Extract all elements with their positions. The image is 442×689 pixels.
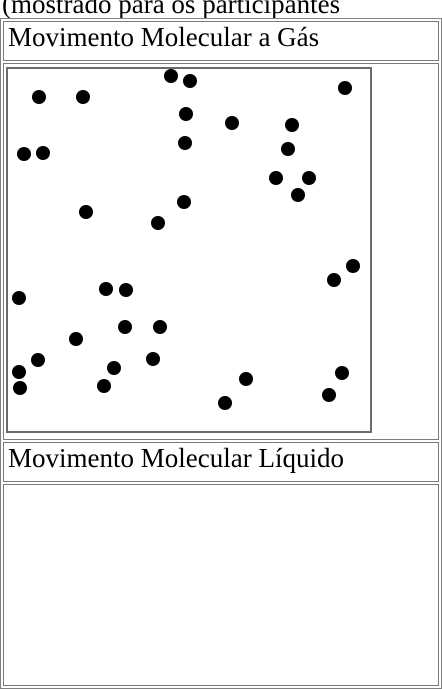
- gas-molecules: [8, 69, 370, 431]
- molecule-dot: [178, 136, 192, 150]
- molecule-dot: [151, 216, 165, 230]
- molecule-dot: [146, 352, 160, 366]
- molecule-dot: [281, 142, 295, 156]
- molecule-dot: [118, 320, 132, 334]
- molecule-dot: [269, 171, 283, 185]
- molecule-dot: [97, 379, 111, 393]
- molecule-dot: [302, 171, 316, 185]
- molecule-dot: [177, 195, 191, 209]
- molecule-dot: [327, 273, 341, 287]
- liquid-panel: [3, 484, 439, 686]
- molecule-dot: [99, 282, 113, 296]
- molecule-dot: [32, 90, 46, 104]
- liquid-title: Movimento Molecular Líquido: [3, 442, 439, 482]
- molecule-dot: [225, 116, 239, 130]
- molecule-dot: [183, 74, 197, 88]
- molecule-dot: [12, 365, 26, 379]
- molecule-dot: [119, 283, 133, 297]
- molecule-dot: [218, 396, 232, 410]
- molecule-dot: [346, 259, 360, 273]
- molecule-dot: [13, 381, 27, 395]
- molecule-dot: [12, 291, 26, 305]
- gas-panel: [3, 63, 439, 440]
- molecule-dot: [291, 188, 305, 202]
- molecule-dot: [239, 372, 253, 386]
- molecule-dot: [338, 81, 352, 95]
- molecule-dot: [69, 332, 83, 346]
- molecule-dot: [76, 90, 90, 104]
- molecule-dot: [17, 147, 31, 161]
- molecule-dot: [153, 320, 167, 334]
- molecule-dot: [322, 388, 336, 402]
- molecule-dot: [164, 69, 178, 83]
- molecule-dot: [31, 353, 45, 367]
- caption-text: (mostrado para os participantes: [2, 0, 340, 20]
- molecule-dot: [36, 146, 50, 160]
- molecule-dot: [79, 205, 93, 219]
- molecule-dot: [179, 107, 193, 121]
- molecule-dot: [107, 361, 121, 375]
- molecule-dot: [335, 366, 349, 380]
- gas-title: Movimento Molecular a Gás: [3, 21, 439, 61]
- gas-simulation-box: [6, 67, 372, 433]
- molecule-dot: [285, 118, 299, 132]
- simulation-table: Movimento Molecular a Gás Movimento Mole…: [0, 18, 442, 689]
